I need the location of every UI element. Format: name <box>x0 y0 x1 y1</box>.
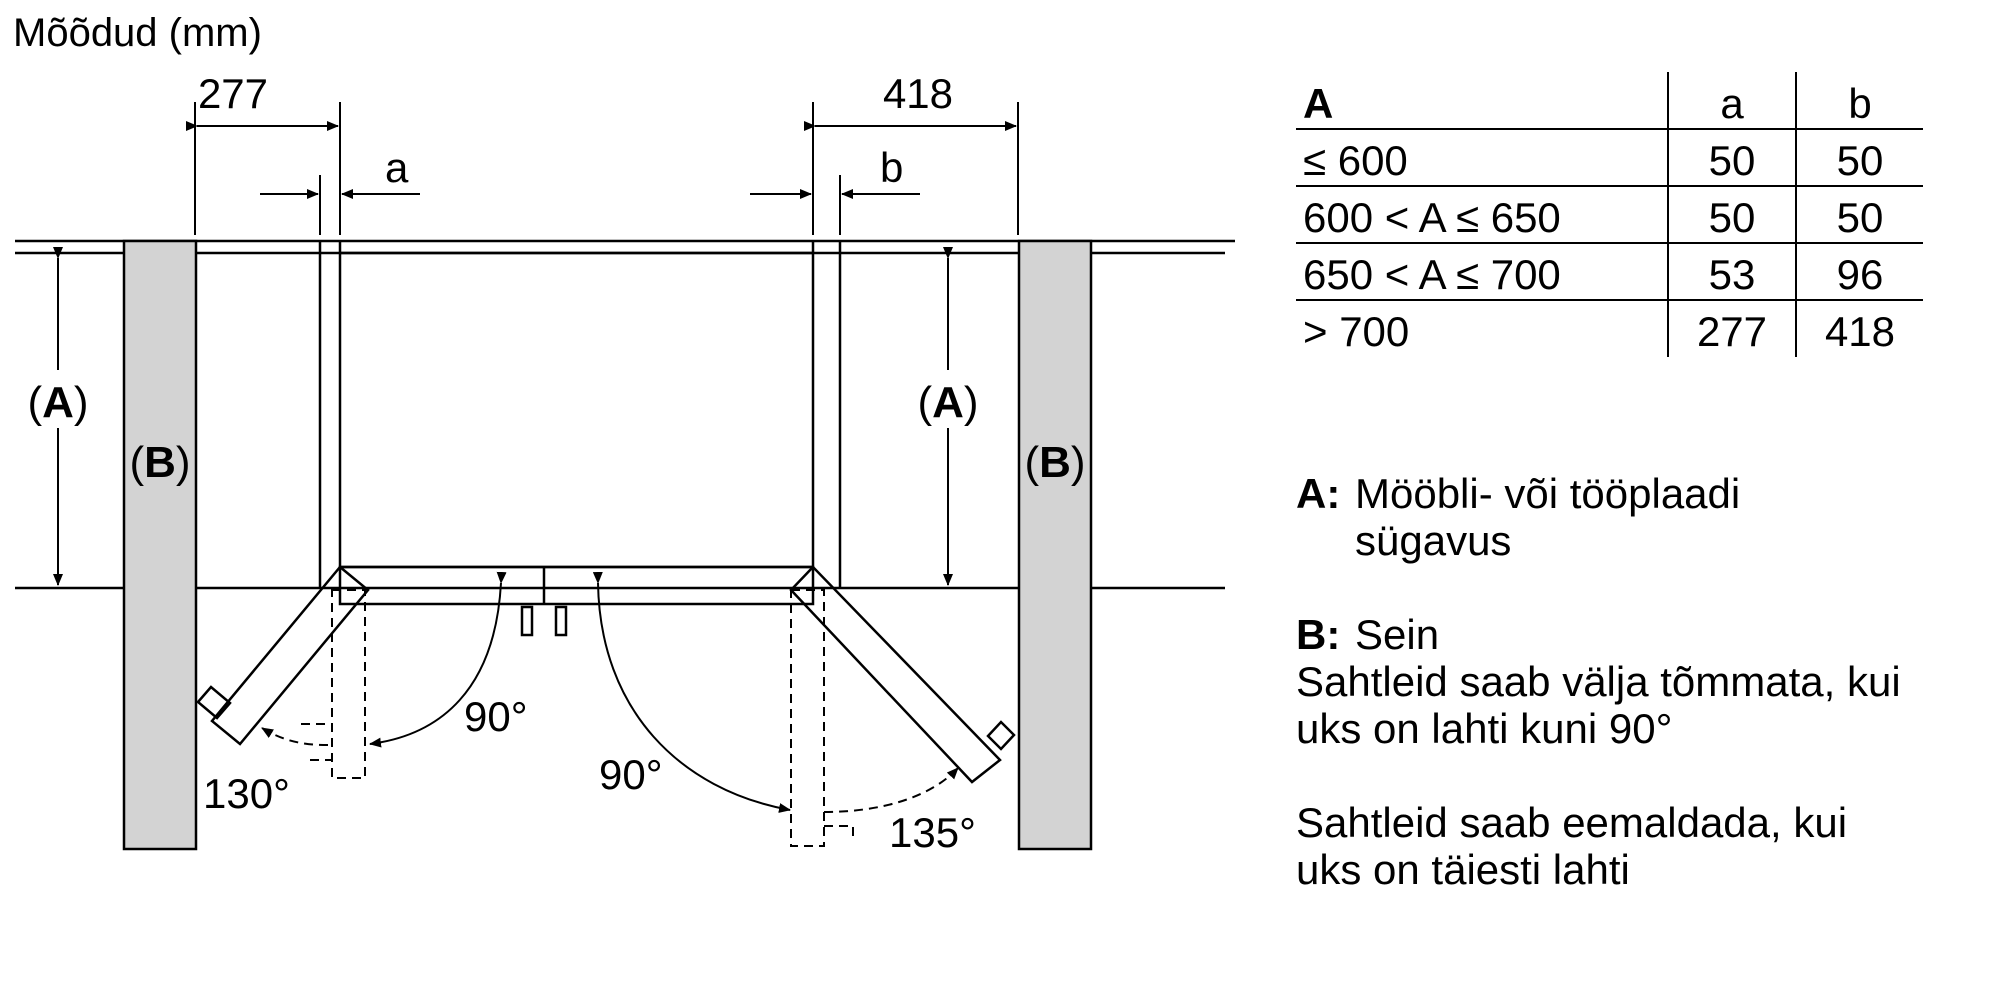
clearance-table: A a b ≤ 600 50 50 600 < A ≤ 650 50 50 65… <box>1296 72 1923 357</box>
table-cell: 50 <box>1837 194 1884 241</box>
door-left-open <box>196 565 370 746</box>
note-remove-line2: uks on täiesti lahti <box>1296 846 1630 893</box>
legend-a-line2: sügavus <box>1355 517 1511 564</box>
table-header-gap-b: b <box>1848 80 1871 127</box>
arc-left-90 <box>369 571 507 748</box>
table-cell: 418 <box>1825 308 1895 355</box>
door-front <box>338 565 815 606</box>
label-wall-left: (B) <box>129 438 190 487</box>
angle-right-inner: 90° <box>599 751 663 798</box>
dim-right-width: 418 <box>883 70 953 117</box>
door-left-dashed <box>301 589 366 779</box>
legend-b-text: Sein <box>1355 611 1439 658</box>
legend-b-key: B: <box>1296 611 1340 658</box>
door-right-dashed <box>790 589 854 847</box>
note-pull-out-line2: uks on lahti kuni 90° <box>1296 705 1672 752</box>
table-cell: 50 <box>1709 194 1756 241</box>
legend-a-key: A: <box>1296 470 1340 517</box>
table-cell: 50 <box>1709 137 1756 184</box>
label-depth-left: (A) <box>27 378 88 427</box>
table-cell: 50 <box>1837 137 1884 184</box>
angle-arcs <box>261 571 959 813</box>
label-wall-right: (B) <box>1024 438 1085 487</box>
angle-left-outer: 130° <box>203 770 290 817</box>
table-cell: 277 <box>1697 308 1767 355</box>
table-cell: ≤ 600 <box>1303 137 1408 184</box>
table-cell: > 700 <box>1303 308 1409 355</box>
arc-left-130 <box>261 727 329 746</box>
label-depth-right: (A) <box>917 378 978 427</box>
arc-right-135 <box>823 767 959 813</box>
door-right-open <box>789 565 1016 784</box>
wall-right <box>1017 239 1093 851</box>
angle-left-inner: 90° <box>464 693 528 740</box>
page-title: Mõõdud (mm) <box>13 11 262 55</box>
table-cell: 600 < A ≤ 650 <box>1303 194 1561 241</box>
note-remove-line1: Sahtleid saab eemaldada, kui <box>1296 799 1847 846</box>
handle-left <box>520 605 534 637</box>
table-cell: 96 <box>1837 251 1884 298</box>
handle-right <box>554 605 568 637</box>
legend: A: Mööbli- või tööplaadi sügavus B: Sein… <box>1296 470 1901 893</box>
dim-left-width: 277 <box>198 70 268 117</box>
appliance-body <box>338 251 815 569</box>
table-header-a-depth: A <box>1303 80 1333 127</box>
wall-left <box>122 239 198 851</box>
table-cell: 53 <box>1709 251 1756 298</box>
cabinet-outlines <box>318 241 842 637</box>
arc-right-90 <box>592 571 791 813</box>
dim-gap-b: b <box>880 144 903 191</box>
table-header-gap-a: a <box>1720 80 1744 127</box>
legend-a-line1: Mööbli- või tööplaadi <box>1355 470 1740 517</box>
dim-gap-a: a <box>385 144 409 191</box>
table-cell: 650 < A ≤ 700 <box>1303 251 1561 298</box>
angle-right-outer: 135° <box>889 809 976 856</box>
note-pull-out-line1: Sahtleid saab välja tõmmata, kui <box>1296 658 1901 705</box>
dimension-lines <box>53 102 1019 586</box>
